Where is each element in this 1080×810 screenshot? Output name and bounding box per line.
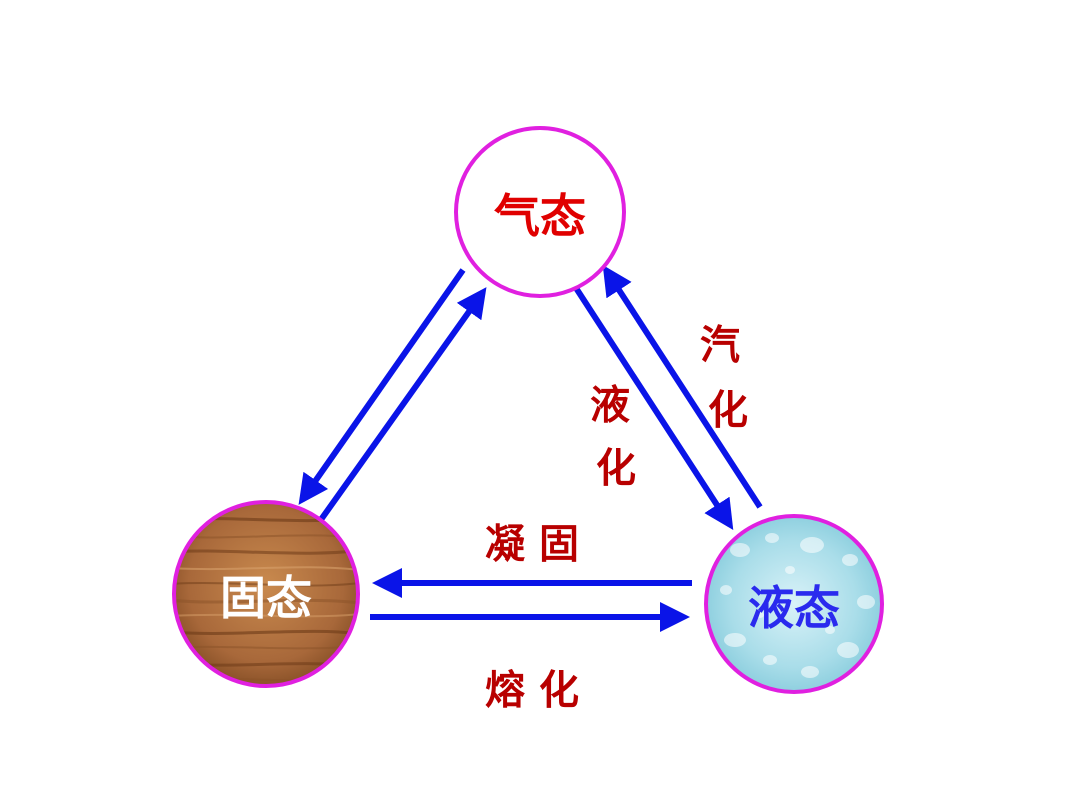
solidification-label: 凝 固	[485, 521, 579, 568]
liquefaction-char-1: 液	[590, 382, 630, 429]
arrow-liquid-to-gas	[602, 264, 763, 509]
solid-circle	[172, 500, 360, 688]
vaporization-char-1: 汽	[700, 322, 740, 369]
arrow-solid-to-gas	[317, 287, 487, 523]
liquid-label: 液态	[748, 581, 840, 635]
water-texture	[720, 533, 875, 678]
liquefaction-char-2: 化	[596, 445, 636, 492]
arrow-gas-to-liquid	[573, 286, 734, 531]
liquid-circle	[704, 514, 884, 694]
gas-node: 气态	[454, 126, 626, 298]
liquid-node: 液态	[704, 514, 884, 694]
transition-labels: 汽 化 液 化 凝 固 熔 化	[485, 322, 748, 714]
gas-label: 气态	[494, 189, 586, 243]
vaporization-char-2: 化	[708, 387, 748, 434]
solid-node: 固态	[172, 500, 360, 688]
arrows	[298, 264, 763, 632]
arrow-gas-to-solid	[298, 268, 466, 505]
gas-circle	[454, 126, 626, 298]
solid-label: 固态	[220, 571, 312, 625]
melting-label: 熔 化	[485, 667, 579, 714]
